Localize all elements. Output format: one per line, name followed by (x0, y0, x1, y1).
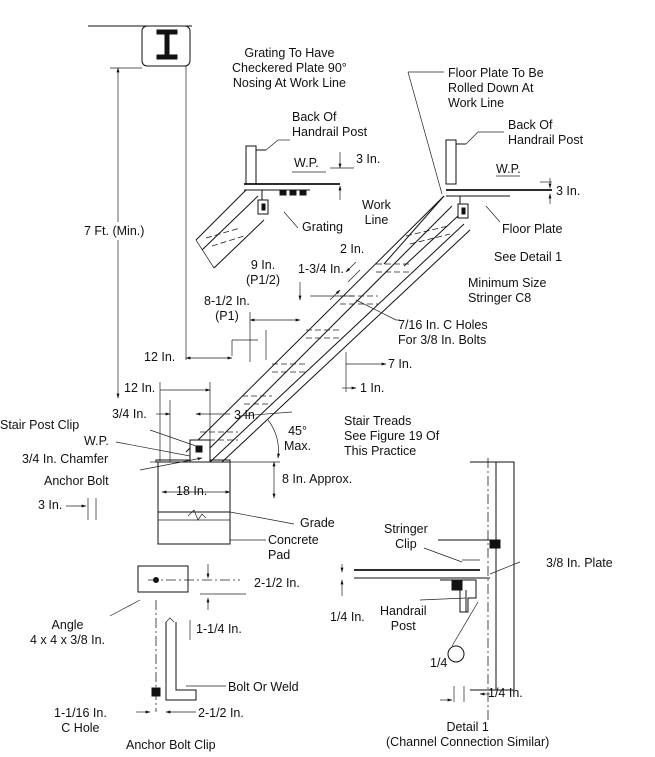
back-of-handrail-left: Back Of Handrail Post (292, 110, 368, 139)
floor-plate-label: Floor Plate (502, 222, 563, 236)
seven-in-label: 7 In. (388, 357, 413, 371)
wp-bottom-label: W.P. (84, 434, 109, 448)
stringer-clip-label: Stringer Clip (384, 522, 428, 551)
three-in-low-label: 3 In. (38, 498, 63, 512)
holes-label: 7/16 In. C Holes For 3/8 In. Bolts (398, 318, 488, 347)
two-half-b-label: 2-1/2 In. (198, 706, 244, 720)
concrete-pad (157, 461, 231, 545)
wp-right: W.P. (496, 162, 521, 176)
upper-right-landing (383, 139, 552, 267)
angle-45-label: 45° Max. (284, 424, 312, 453)
two-half-a-label: 2-1/2 In. (254, 576, 300, 590)
concrete-pad-label: Concrete Pad (268, 533, 319, 562)
seven-ft-dimension (80, 67, 162, 399)
work-line-label: Work Line (362, 198, 391, 227)
chamfer-label: 3/4 In. Chamfer (22, 452, 109, 466)
bolt-or-weld-label: Bolt Or Weld (228, 680, 299, 694)
stair-treads-label: Stair Treads See Figure 19 Of This Pract… (344, 414, 440, 458)
quarter-in-a-label: 1/4 In. (330, 610, 365, 624)
twelve-in-lower-label: 12 In. (124, 381, 156, 395)
hole-label: 1-1/16 In. C Hole (54, 706, 107, 735)
grade-label: Grade (300, 516, 335, 530)
grating-note: Grating To Have Checkered Plate 90° Nosi… (232, 46, 347, 90)
min-stringer-label: Minimum Size Stringer C8 (468, 276, 547, 305)
upper-left-landing (195, 145, 340, 269)
anchor-bolt-clip (137, 565, 240, 712)
stair-stringer (185, 195, 471, 463)
three-in-left: 3 In. (356, 152, 381, 166)
quarter-weld-label: 1/4 (430, 656, 448, 670)
see-detail-label: See Detail 1 (494, 250, 563, 264)
wp-left: W.P. (294, 156, 319, 170)
three-in-right: 3 In. (556, 184, 581, 198)
handrail-post-label: Handrail Post (380, 604, 427, 633)
grating-label: Grating (302, 220, 343, 234)
eight-half-label: 8-1/2 In. (P1) (204, 294, 250, 323)
quarter-in-b-label: 1/4 In. (488, 686, 523, 700)
stair-post-clip-label: Stair Post Clip (0, 418, 80, 432)
eight-approx-label: 8 In. Approx. (282, 472, 353, 486)
nine-in-label: 9 In. (P1/2) (246, 258, 281, 287)
two-in-label: 2 In. (340, 242, 365, 256)
detail-1-title: Detail 1 (Channel Connection Similar) (386, 720, 550, 749)
one-in-label: 1 In. (360, 381, 385, 395)
anchor-bolt-label: Anchor Bolt (44, 474, 109, 488)
overhead-beam (88, 25, 192, 360)
twelve-in-upper-label: 12 In. (144, 350, 176, 364)
three-in-mid-label: 3 In. (234, 408, 259, 422)
one-three-quarter-label: 1-3/4 In. (298, 262, 344, 276)
seven-ft-label: 7 Ft. (Min.) (84, 224, 145, 238)
plate-38-label: 3/8 In. Plate (546, 556, 613, 570)
eighteen-in-label: 18 In. (176, 484, 208, 498)
back-of-handrail-right: Back Of Handrail Post (508, 118, 584, 147)
one-quarter-top-label: 1-1/4 In. (196, 622, 242, 636)
floor-plate-note: Floor Plate To Be Rolled Down At Work Li… (448, 66, 544, 110)
stair-treads (200, 263, 412, 441)
stair-base (115, 429, 231, 463)
anchor-clip-title: Anchor Bolt Clip (126, 738, 216, 752)
angle-size-label: Angle 4 x 4 x 3/8 In. (30, 618, 106, 647)
detail-1 (354, 458, 515, 720)
three-quarter-label: 3/4 In. (112, 407, 147, 421)
